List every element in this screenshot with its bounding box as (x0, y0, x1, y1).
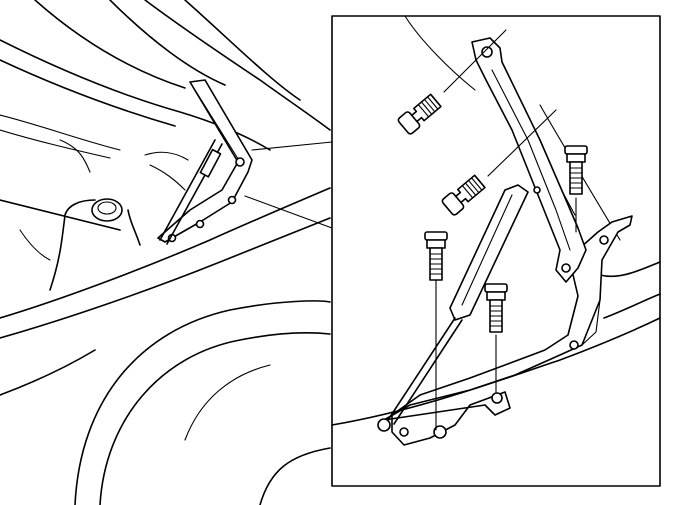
reservoir-cap (91, 198, 123, 222)
bolt (484, 283, 508, 333)
bolt (441, 174, 486, 216)
hood-hinge (157, 79, 253, 243)
bolt (424, 231, 448, 281)
detail-frame (331, 15, 661, 487)
gas-strut (377, 184, 529, 432)
gas-strut (159, 139, 223, 245)
hinge-base-plate (383, 215, 633, 446)
detail-leader-top (251, 141, 333, 151)
bolt (564, 145, 588, 195)
fender-panel (0, 151, 331, 396)
detail-view (331, 15, 661, 487)
detail-leader-bottom (244, 195, 333, 229)
bolt (397, 93, 442, 135)
hood-edge (0, 0, 331, 173)
main-view (0, 0, 333, 505)
bolt-leaders (435, 29, 577, 431)
hinge-arm (471, 37, 587, 283)
wheel-arch (74, 300, 331, 505)
